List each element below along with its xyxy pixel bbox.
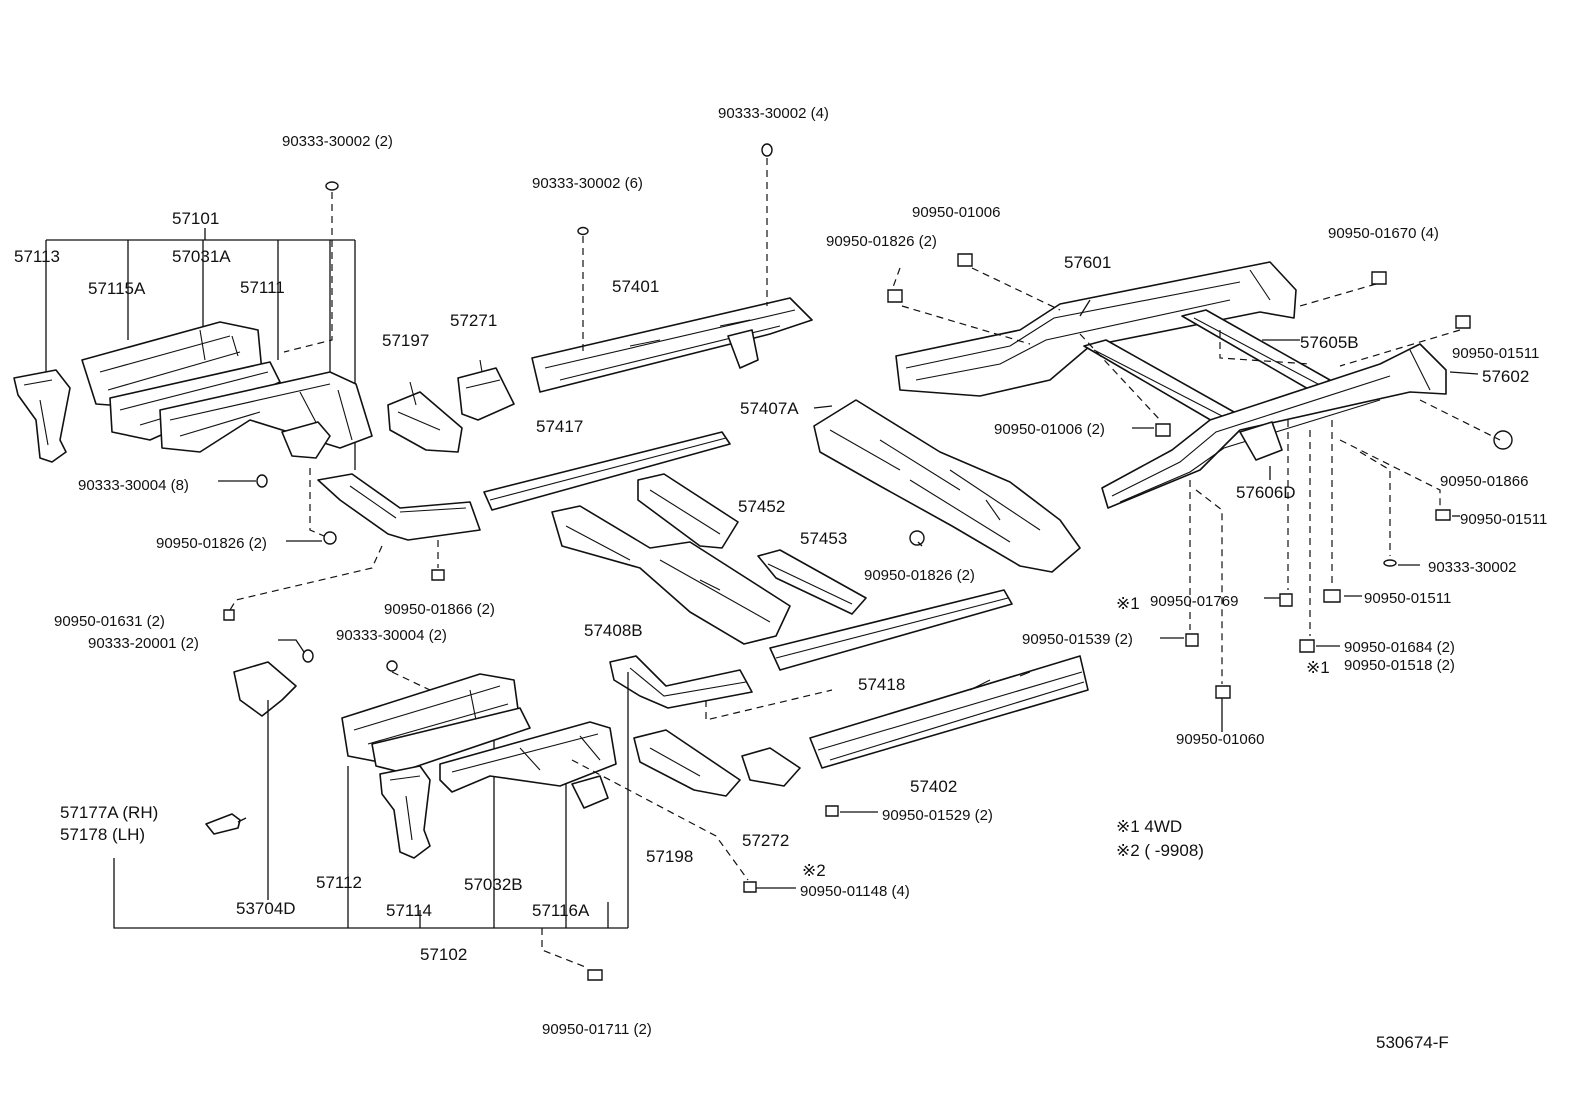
label-57418: 57418 xyxy=(858,675,905,694)
label-90950-01684-2: 90950-01684 (2) xyxy=(1344,639,1455,656)
label-90950-01148-4: 90950-01148 (4) xyxy=(800,883,910,900)
note-mark-1-b: ※1 xyxy=(1306,658,1330,677)
part-57197-shape xyxy=(387,391,463,453)
label-90333-30004-2: 90333-30004 (2) xyxy=(336,627,447,644)
figure-code: 530674-F xyxy=(1376,1033,1449,1052)
part-labels: 57101 57113 57031A 57115A 57111 90333-30… xyxy=(14,105,1547,1052)
note-mark-2: ※2 xyxy=(802,861,826,880)
part-57402-shape xyxy=(809,655,1089,769)
label-90950-01539-2: 90950-01539 (2) xyxy=(1022,631,1133,648)
label-57407A: 57407A xyxy=(740,399,799,418)
label-57111: 57111 xyxy=(240,278,285,297)
label-57113: 57113 xyxy=(14,247,60,266)
label-57601: 57601 xyxy=(1064,253,1111,272)
label-90950-01529-2: 90950-01529 (2) xyxy=(882,807,993,824)
part-57602-shape xyxy=(1101,343,1447,509)
label-90950-01826-2-right: 90950-01826 (2) xyxy=(826,233,937,250)
label-90333-30002-6: 90333-30002 (6) xyxy=(532,175,643,192)
part-57418-shape xyxy=(769,589,1013,671)
part-rear-crossmember xyxy=(1083,339,1235,423)
label-57102: 57102 xyxy=(420,945,467,964)
part-53704D-shape xyxy=(233,661,297,717)
label-57401: 57401 xyxy=(612,277,659,296)
label-90950-01826-2-middle: 90950-01826 (2) xyxy=(864,567,975,584)
label-57116A: 57116A xyxy=(532,901,590,920)
part-57606D-shape xyxy=(1239,421,1283,461)
part-57401-shape xyxy=(531,297,813,393)
label-57452: 57452 xyxy=(738,497,785,516)
part-front-floor-reinforcement xyxy=(609,655,753,709)
label-57408B: 57408B xyxy=(584,621,643,640)
label-57115A: 57115A xyxy=(88,279,146,298)
part-57452-shape xyxy=(637,473,739,549)
label-90950-01006-2: 90950-01006 (2) xyxy=(994,421,1105,438)
fasteners xyxy=(223,143,1513,981)
label-90950-01511-bottom: 90950-01511 xyxy=(1364,590,1451,607)
label-90950-01060: 90950-01060 xyxy=(1176,731,1264,748)
legend-9908: ※2 ( -9908) xyxy=(1116,841,1204,860)
label-57112: 57112 xyxy=(316,873,362,892)
label-90333-30002: 90333-30002 xyxy=(1428,559,1516,576)
label-90950-01511-middle: 90950-01511 xyxy=(1460,511,1547,528)
label-90950-01511-top: 90950-01511 xyxy=(1452,345,1539,362)
part-57272-shape xyxy=(741,747,801,787)
label-90333-30004-8: 90333-30004 (8) xyxy=(78,477,189,494)
label-57402: 57402 xyxy=(910,777,957,796)
label-90333-20001-2: 90333-20001 (2) xyxy=(88,635,199,652)
part-57417-shape xyxy=(483,431,731,511)
label-90950-01631-2: 90950-01631 (2) xyxy=(54,613,165,630)
label-53704D: 53704D xyxy=(236,899,296,918)
label-57272: 57272 xyxy=(742,831,789,850)
label-57606D: 57606D xyxy=(1236,483,1296,502)
label-57453: 57453 xyxy=(800,529,847,548)
label-90950-01866: 90950-01866 xyxy=(1440,473,1528,490)
label-90333-30002-2: 90333-30002 (2) xyxy=(282,133,393,150)
part-57177A-shape xyxy=(205,813,241,835)
label-57605B: 57605B xyxy=(1300,333,1359,352)
label-90950-01711-2: 90950-01711 (2) xyxy=(542,1021,652,1038)
part-57032B-shape xyxy=(371,707,531,773)
label-57177A: 57177A (RH) xyxy=(60,803,158,822)
part-57271-shape xyxy=(457,367,515,421)
label-57114: 57114 xyxy=(386,901,432,920)
label-57417: 57417 xyxy=(536,417,583,436)
label-90950-01518-2: 90950-01518 (2) xyxy=(1344,657,1455,674)
note-mark-1-a: ※1 xyxy=(1116,594,1140,613)
label-57271: 57271 xyxy=(450,311,497,330)
part-57407A-shape xyxy=(813,399,1081,573)
front-floor-side-piece xyxy=(317,473,481,541)
label-57101: 57101 xyxy=(172,209,219,228)
label-90333-30002-4: 90333-30002 (4) xyxy=(718,105,829,122)
label-57032B: 57032B xyxy=(464,875,523,894)
label-57178: 57178 (LH) xyxy=(60,825,145,844)
legend-4wd: ※1 4WD xyxy=(1116,817,1182,836)
label-90950-01769: 90950-01769 xyxy=(1150,593,1238,610)
front-side-member-group-upper xyxy=(13,228,373,470)
label-90950-01670-4: 90950-01670 (4) xyxy=(1328,225,1439,242)
part-57114-shape xyxy=(379,765,431,859)
label-57602: 57602 xyxy=(1482,367,1529,386)
part-57408B-shape xyxy=(551,505,791,645)
label-57031A: 57031A xyxy=(172,247,231,266)
part-57113-shape xyxy=(13,369,71,463)
label-90950-01866-2: 90950-01866 (2) xyxy=(384,601,495,618)
label-57198: 57198 xyxy=(646,847,693,866)
label-90950-01006: 90950-01006 xyxy=(912,204,1000,221)
label-90950-01826-2-left: 90950-01826 (2) xyxy=(156,535,267,552)
label-57197: 57197 xyxy=(382,331,429,350)
leader-lines xyxy=(218,158,1501,969)
part-57198-shape xyxy=(633,729,741,797)
